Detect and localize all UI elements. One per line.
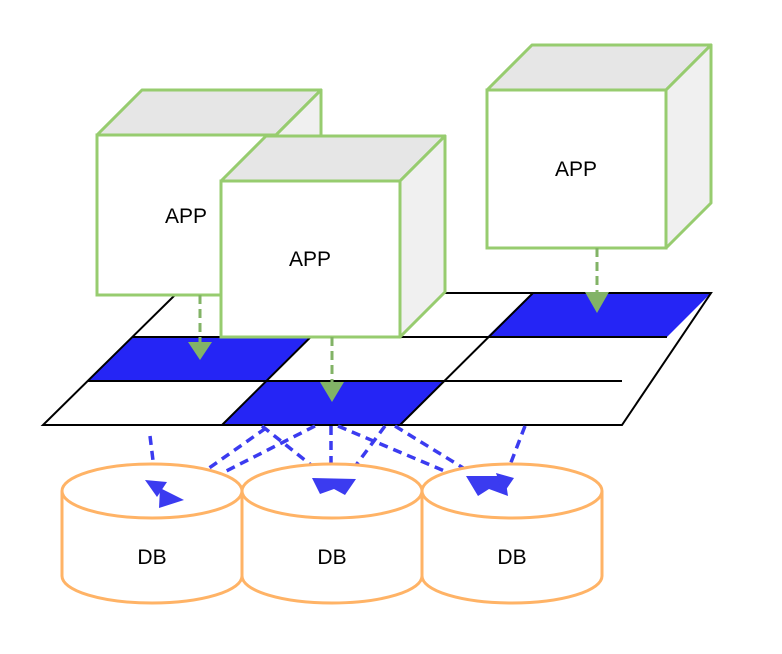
db-top [60, 462, 244, 520]
db-entry-arrowheads [145, 473, 514, 508]
db-cylinder-2: DB [240, 462, 424, 605]
shard-to-db-arrow [174, 424, 316, 499]
db-cylinder-1: DB [60, 462, 244, 605]
arrowhead [466, 476, 508, 496]
db-top [420, 462, 604, 520]
app-box-3: APP [485, 43, 713, 250]
app-label: APP [555, 158, 597, 181]
arrowhead [145, 480, 167, 497]
shard-cell-highlight-middle-left [88, 337, 310, 381]
db-label: DB [137, 546, 166, 569]
db-body [60, 491, 244, 605]
app-label: APP [289, 248, 331, 271]
db-top [240, 462, 424, 520]
app-label: APP [165, 205, 207, 228]
db-body [240, 491, 424, 605]
shard-to-db-arrow [394, 424, 487, 484]
db-body [420, 491, 604, 605]
app-1-to-shard-arrowhead [188, 342, 212, 360]
db-label: DB [497, 546, 526, 569]
shard-cell-highlight-bottom-middle [222, 381, 444, 425]
app-box-front-face [485, 88, 668, 250]
shard-to-db-arrow [148, 435, 158, 486]
arrowhead [312, 478, 356, 495]
shard-cell-highlight-top-right [487, 293, 711, 337]
app-2-to-shard-arrowhead [320, 382, 344, 402]
app-box-2: APP [219, 134, 447, 339]
shard-to-db-arrow [343, 424, 387, 482]
db-label: DB [317, 546, 346, 569]
app-3-to-shard-arrowhead [585, 292, 609, 313]
db-cylinder-3: DB [420, 462, 604, 605]
arrowhead [159, 488, 184, 508]
app-box-front-face [219, 179, 402, 339]
arrowhead [496, 473, 514, 494]
shard-grid-col-line [399, 292, 534, 426]
shard-grid [40, 292, 713, 426]
